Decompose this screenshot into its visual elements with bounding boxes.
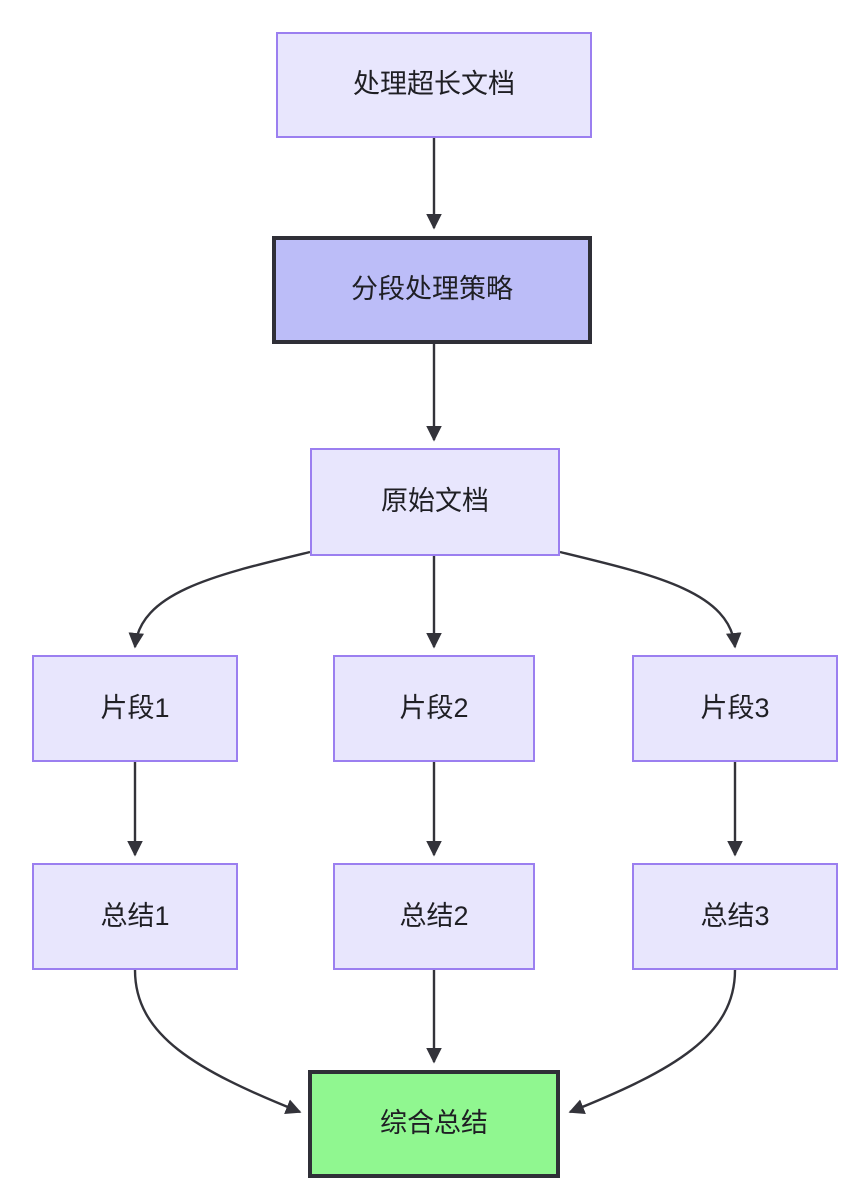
node-source-document[interactable]: 原始文档: [310, 448, 560, 556]
edge-source-to-chunk1: [128, 550, 311, 649]
node-chunk-1-label: 片段1: [100, 692, 170, 723]
node-final-summary-label: 综合总结: [380, 1108, 488, 1139]
node-chunk-3[interactable]: 片段3: [632, 655, 838, 762]
edge-source-to-chunk3: [559, 550, 742, 649]
node-summary-2-label: 总结2: [399, 900, 469, 931]
node-strategy[interactable]: 分段处理策略: [272, 236, 592, 344]
edge-summary3-to-final: [568, 969, 737, 1115]
node-summary-1-label: 总结1: [100, 900, 170, 931]
edge-summary1-to-final: [133, 969, 302, 1115]
node-summary-3-label: 总结3: [700, 900, 770, 931]
node-source-document-label: 原始文档: [381, 486, 489, 517]
node-chunk-2[interactable]: 片段2: [333, 655, 535, 762]
node-start-label: 处理超长文档: [353, 69, 515, 100]
node-start[interactable]: 处理超长文档: [276, 32, 592, 138]
node-summary-3[interactable]: 总结3: [632, 863, 838, 970]
node-final-summary[interactable]: 综合总结: [308, 1070, 560, 1178]
node-summary-2[interactable]: 总结2: [333, 863, 535, 970]
node-chunk-2-label: 片段2: [399, 692, 469, 723]
node-chunk-1[interactable]: 片段1: [32, 655, 238, 762]
node-chunk-3-label: 片段3: [700, 692, 770, 723]
node-summary-1[interactable]: 总结1: [32, 863, 238, 970]
node-strategy-label: 分段处理策略: [351, 274, 513, 305]
